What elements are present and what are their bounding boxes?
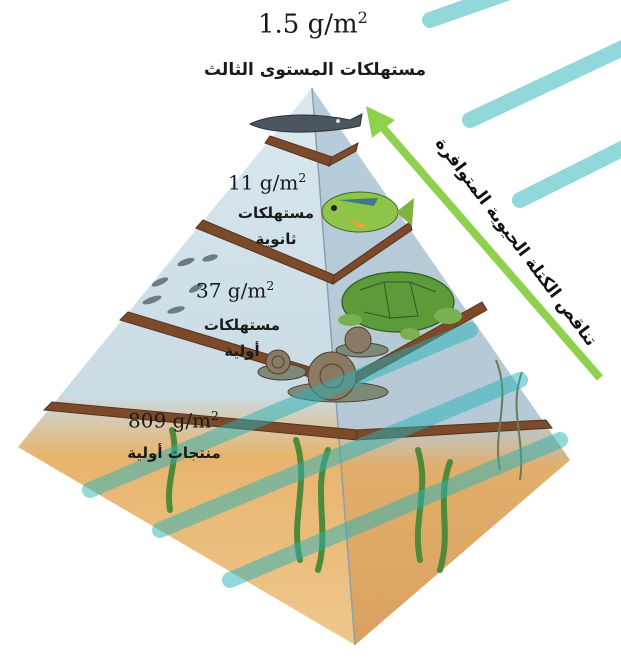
turtle [338, 271, 462, 340]
divider-top-right [328, 142, 359, 168]
snail-3 [335, 326, 389, 358]
level-4-value: 809 g/m2 [128, 408, 219, 433]
level-3-value: 37 g/m2 [196, 278, 275, 303]
level-3-label-line2: أولية [224, 342, 260, 360]
level-2-label-line2: ثانوية [255, 230, 297, 248]
pike-fish [248, 113, 363, 133]
level-2-label-line1: مستهلكات [237, 204, 315, 222]
zooplankton [142, 254, 218, 314]
biomass-arrow [366, 106, 604, 381]
pyramid-left-face [18, 88, 355, 645]
watermark [82, 0, 621, 588]
snail-1 [257, 349, 307, 381]
sunfish [321, 191, 414, 233]
level-1-label: مستهلكات المستوى الثالث [203, 60, 427, 80]
level-3-label-line1: مستهلكات [203, 316, 281, 334]
arrow-head [366, 106, 395, 138]
level-2-value: 11 g/m2 [228, 170, 307, 195]
level-1-value: 1.5 g/m2 [258, 8, 368, 40]
level-4-label: منتجات أولية [127, 444, 221, 462]
